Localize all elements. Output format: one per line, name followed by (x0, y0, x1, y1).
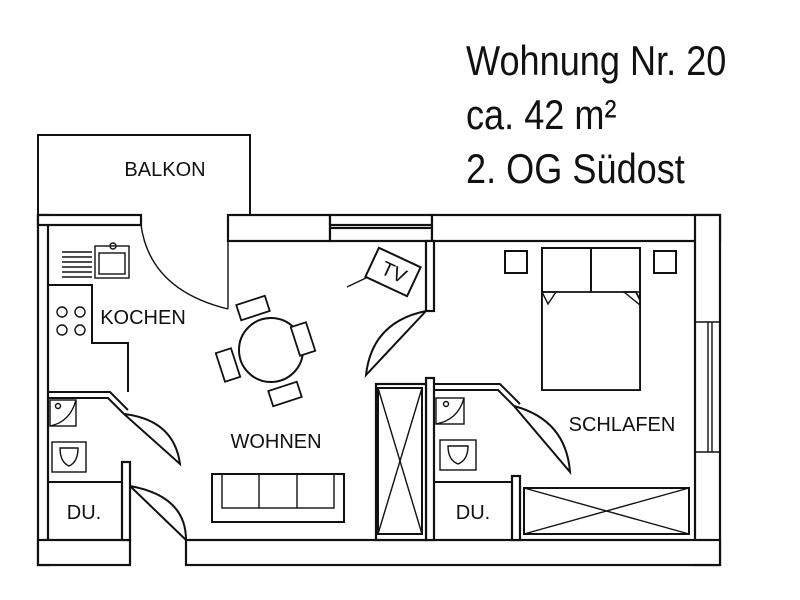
room-label-wohnen: WOHNEN (230, 431, 321, 453)
sofa-icon (211, 473, 345, 523)
shower-icon (49, 399, 77, 427)
nightstand-right (653, 250, 677, 274)
door-swing-icon (123, 413, 182, 467)
door-swing-icon (513, 405, 572, 476)
double-bed-icon (540, 247, 641, 391)
wardrobe-icon (377, 387, 423, 535)
shower-icon (435, 397, 465, 425)
bathroom-right: DU. (435, 397, 490, 524)
apartment-location: 2. OG Südost (466, 145, 685, 192)
room-label-balkon: BALKON (124, 159, 205, 181)
toilet-icon (51, 441, 87, 473)
wardrobe-icon (523, 487, 690, 535)
kitchen-fixtures: KOCHEN (56, 242, 186, 336)
exterior-walls (36, 213, 722, 567)
door-swing-icon (364, 310, 427, 378)
balcony: BALKON (37, 134, 251, 215)
dining-table-icon (214, 294, 317, 408)
door-swing-icon (129, 485, 188, 543)
doors (123, 224, 572, 543)
room-label-schlafen: SCHLAFEN (569, 414, 676, 436)
nightstand-left (504, 250, 528, 274)
room-label-dusche-links: DU. (67, 502, 101, 524)
room-label-dusche-rechts: DU. (456, 502, 490, 524)
sink-icon (62, 242, 130, 279)
toilet-icon (439, 439, 477, 471)
tv-icon: TV (346, 246, 422, 298)
room-label-kochen: KOCHEN (100, 307, 186, 329)
stove-icon (56, 306, 86, 336)
plan-title: Wohnung Nr. 20 ca. 42 m² 2. OG Südost (466, 34, 726, 196)
bathroom-left: DU. (49, 399, 101, 524)
apartment-area: ca. 42 m² (466, 91, 617, 138)
apartment-number: Wohnung Nr. 20 (466, 37, 727, 84)
